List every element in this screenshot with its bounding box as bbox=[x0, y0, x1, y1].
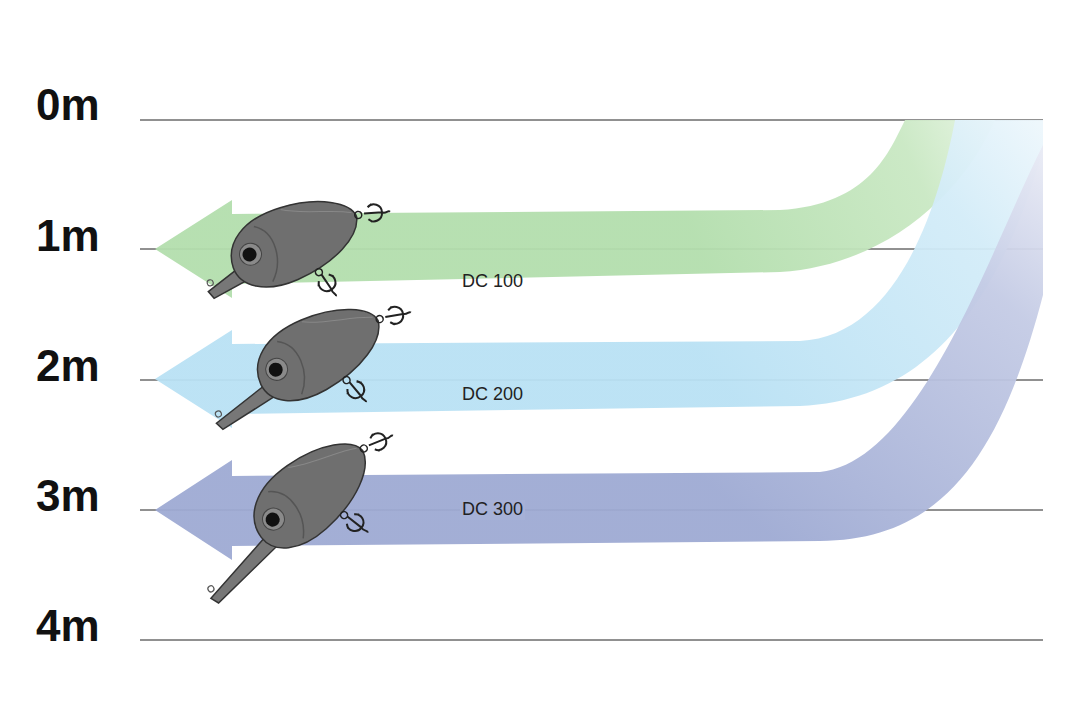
crankbait-lure bbox=[193, 182, 409, 329]
depth-mark: 0m bbox=[36, 81, 100, 129]
model-label: DC 200 bbox=[460, 385, 525, 405]
model-label: DC 100 bbox=[460, 272, 525, 292]
depth-mark: 4m bbox=[36, 602, 100, 650]
depth-grid bbox=[140, 120, 1043, 640]
depth-mark: 1m bbox=[36, 212, 100, 260]
crankbait-lure bbox=[173, 409, 433, 624]
depth-mark: 2m bbox=[36, 342, 100, 390]
depth-mark: 3m bbox=[36, 472, 100, 520]
model-label: DC 300 bbox=[460, 500, 525, 520]
crankbait-lure bbox=[193, 283, 437, 455]
